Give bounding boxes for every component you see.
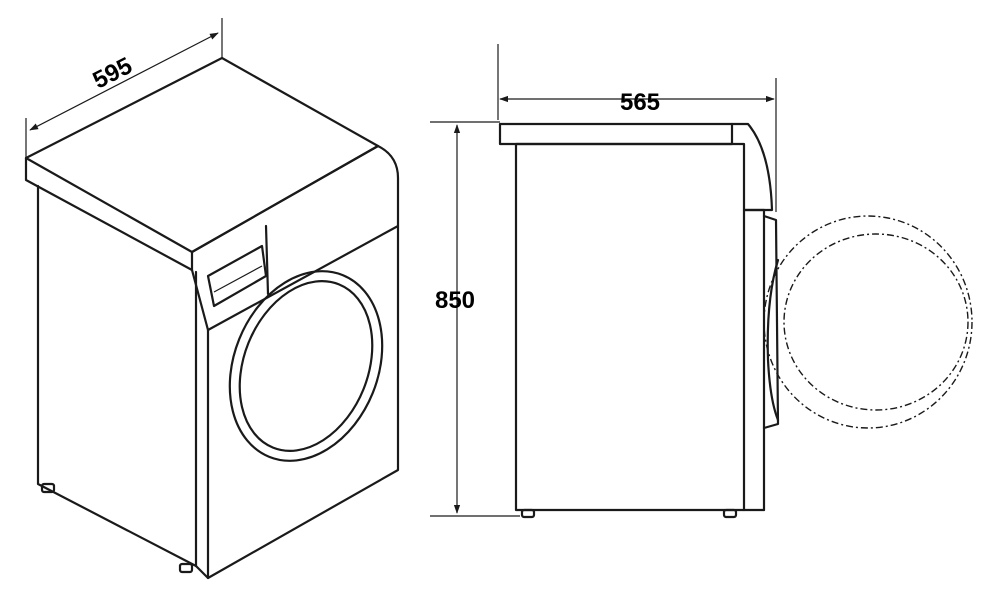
width-dimension: 595 xyxy=(25,18,223,158)
depth-label: 565 xyxy=(620,89,660,116)
width-label: 595 xyxy=(89,52,137,94)
side-door-frame xyxy=(762,214,780,430)
open-door-inner xyxy=(783,233,969,411)
side-control-panel xyxy=(730,122,774,212)
depth-dimension: 565 xyxy=(497,44,777,212)
foot-left xyxy=(40,482,56,494)
open-door-outer xyxy=(763,215,973,429)
side-foot-right xyxy=(722,508,738,519)
side-worktop xyxy=(498,122,734,146)
top-panel xyxy=(24,56,380,254)
foot-front xyxy=(178,562,194,574)
door-outer xyxy=(228,270,384,462)
isometric-view: 595 xyxy=(24,18,400,580)
detergent-drawer xyxy=(206,244,268,308)
side-panel xyxy=(36,184,198,568)
control-panel xyxy=(190,144,400,332)
height-label: 850 xyxy=(435,287,475,314)
side-body xyxy=(514,142,746,512)
side-view: 565 850 xyxy=(430,44,973,519)
door-glass xyxy=(238,280,374,452)
front-panel xyxy=(206,224,400,580)
side-foot-left xyxy=(520,508,536,519)
height-dimension: 850 xyxy=(430,121,520,517)
